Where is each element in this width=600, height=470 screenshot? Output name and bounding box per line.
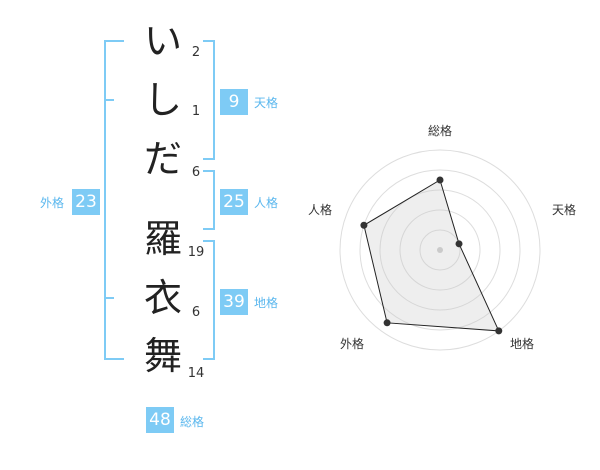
radar-point-3 <box>495 327 503 335</box>
tenkaku-value: 9 <box>220 89 248 115</box>
radar-point-2 <box>455 240 463 248</box>
radar-center <box>437 247 443 253</box>
radar-point-4 <box>383 319 391 327</box>
name-char-6: 舞 <box>143 334 182 378</box>
jinkaku-value: 25 <box>220 189 248 215</box>
radar-rings <box>339 149 541 351</box>
chikaku-bracket <box>203 240 215 360</box>
name-char-2: し <box>143 78 182 122</box>
gaikaku-bracket-tick-2 <box>104 297 114 299</box>
name-char-3: だ <box>143 137 182 181</box>
stroke-count-4: 19 <box>187 245 205 260</box>
gaikaku-bracket <box>104 40 124 360</box>
tenkaku-bracket <box>203 40 215 160</box>
stroke-count-2: 1 <box>191 104 201 119</box>
radar-point-1 <box>436 176 444 184</box>
stroke-count-5: 6 <box>191 305 201 320</box>
radar-ring <box>419 229 461 271</box>
stroke-count-6: 14 <box>187 366 205 381</box>
stroke-count-1: 2 <box>191 45 201 60</box>
tenkaku-label: 天格 <box>254 96 279 110</box>
radar-ring <box>379 189 501 311</box>
name-char-4: 羅 <box>143 217 182 261</box>
axis-label-tenkaku: 天格 <box>552 203 577 217</box>
radar-area <box>363 179 500 332</box>
name-char-5: 衣 <box>143 276 182 320</box>
gaikaku-value: 23 <box>72 189 100 215</box>
soukaku-value: 48 <box>146 407 174 433</box>
gaikaku-label: 外格 <box>40 196 65 210</box>
radar-ring <box>359 169 521 331</box>
gaikaku-bracket-tick-1 <box>104 99 114 101</box>
soukaku-label: 総格 <box>180 415 205 429</box>
radar-points <box>360 176 503 335</box>
radar-ring <box>339 149 541 351</box>
name-char-1: い <box>143 19 182 63</box>
jinkaku-bracket <box>203 170 215 230</box>
axis-label-gaikaku: 外格 <box>340 337 365 351</box>
chikaku-label: 地格 <box>254 296 279 310</box>
chikaku-value: 39 <box>220 289 248 315</box>
jinkaku-label: 人格 <box>254 196 279 210</box>
radar-point-5 <box>360 221 368 229</box>
axis-label-chikaku: 地格 <box>510 337 535 351</box>
axis-label-jinkaku: 人格 <box>308 203 333 217</box>
axis-label-soukaku: 総格 <box>428 124 453 138</box>
stroke-count-3: 6 <box>191 165 201 180</box>
radar-ring <box>399 209 481 291</box>
